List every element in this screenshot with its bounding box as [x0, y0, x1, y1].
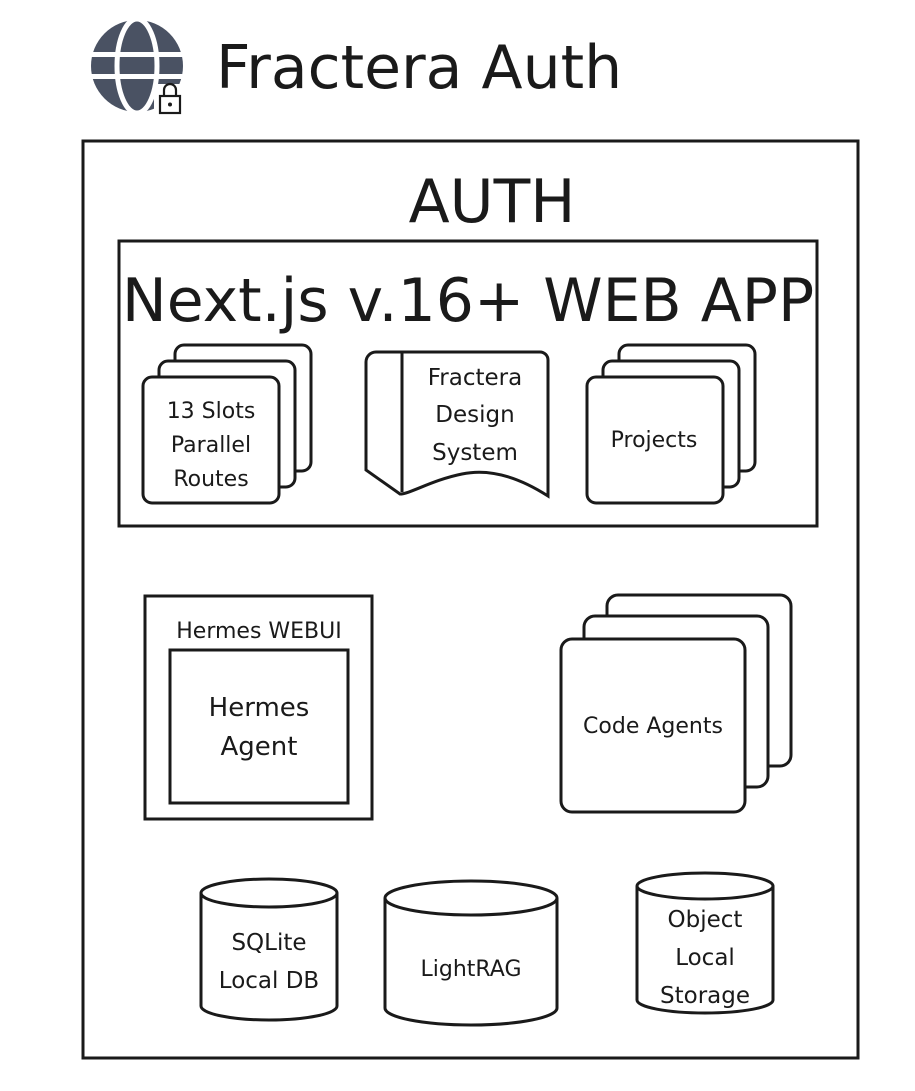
lightrag-cylinder: LightRAG — [383, 879, 559, 1027]
globe-lock-icon — [91, 16, 184, 116]
slots-label-line-3: Routes — [173, 467, 248, 492]
hermes-webui: Hermes WEBUI Hermes Agent — [143, 594, 374, 821]
design-system-doc: Fractera Design System — [364, 350, 550, 499]
object-storage-line-1: Object — [668, 907, 743, 933]
hermes-agent-line-2: Agent — [221, 732, 298, 762]
webapp-label: Next.js v.16+ WEB APP — [122, 266, 814, 336]
object-storage-line-2: Local — [675, 945, 735, 971]
projects-stack: Projects — [585, 343, 757, 505]
page-title: Fractera Auth — [216, 33, 622, 103]
sqlite-line-2: Local DB — [219, 968, 319, 994]
auth-label: AUTH — [409, 167, 576, 237]
sqlite-db-cylinder: SQLite Local DB — [199, 877, 339, 1022]
auth-container — [81, 139, 860, 1060]
slots-label-line-2: Parallel — [171, 433, 251, 458]
webapp-container — [117, 239, 819, 528]
code-agents-label: Code Agents — [583, 714, 723, 739]
slots-label-line-1: 13 Slots — [167, 399, 256, 424]
design-system-line-3: System — [432, 440, 518, 466]
hermes-webui-label: Hermes WEBUI — [176, 619, 342, 644]
slots-stack: 13 Slots Parallel Routes — [141, 343, 313, 505]
hermes-agent-box — [168, 648, 350, 805]
lightrag-label: LightRAG — [420, 957, 521, 982]
code-agents-stack: Code Agents — [559, 593, 793, 814]
projects-label: Projects — [611, 428, 698, 453]
design-system-line-2: Design — [435, 402, 514, 428]
object-storage-cylinder: Object Local Storage — [635, 871, 775, 1015]
hermes-agent-line-1: Hermes — [209, 693, 310, 723]
sqlite-line-1: SQLite — [231, 930, 306, 956]
object-storage-line-3: Storage — [660, 983, 750, 1009]
design-system-line-1: Fractera — [428, 365, 522, 391]
